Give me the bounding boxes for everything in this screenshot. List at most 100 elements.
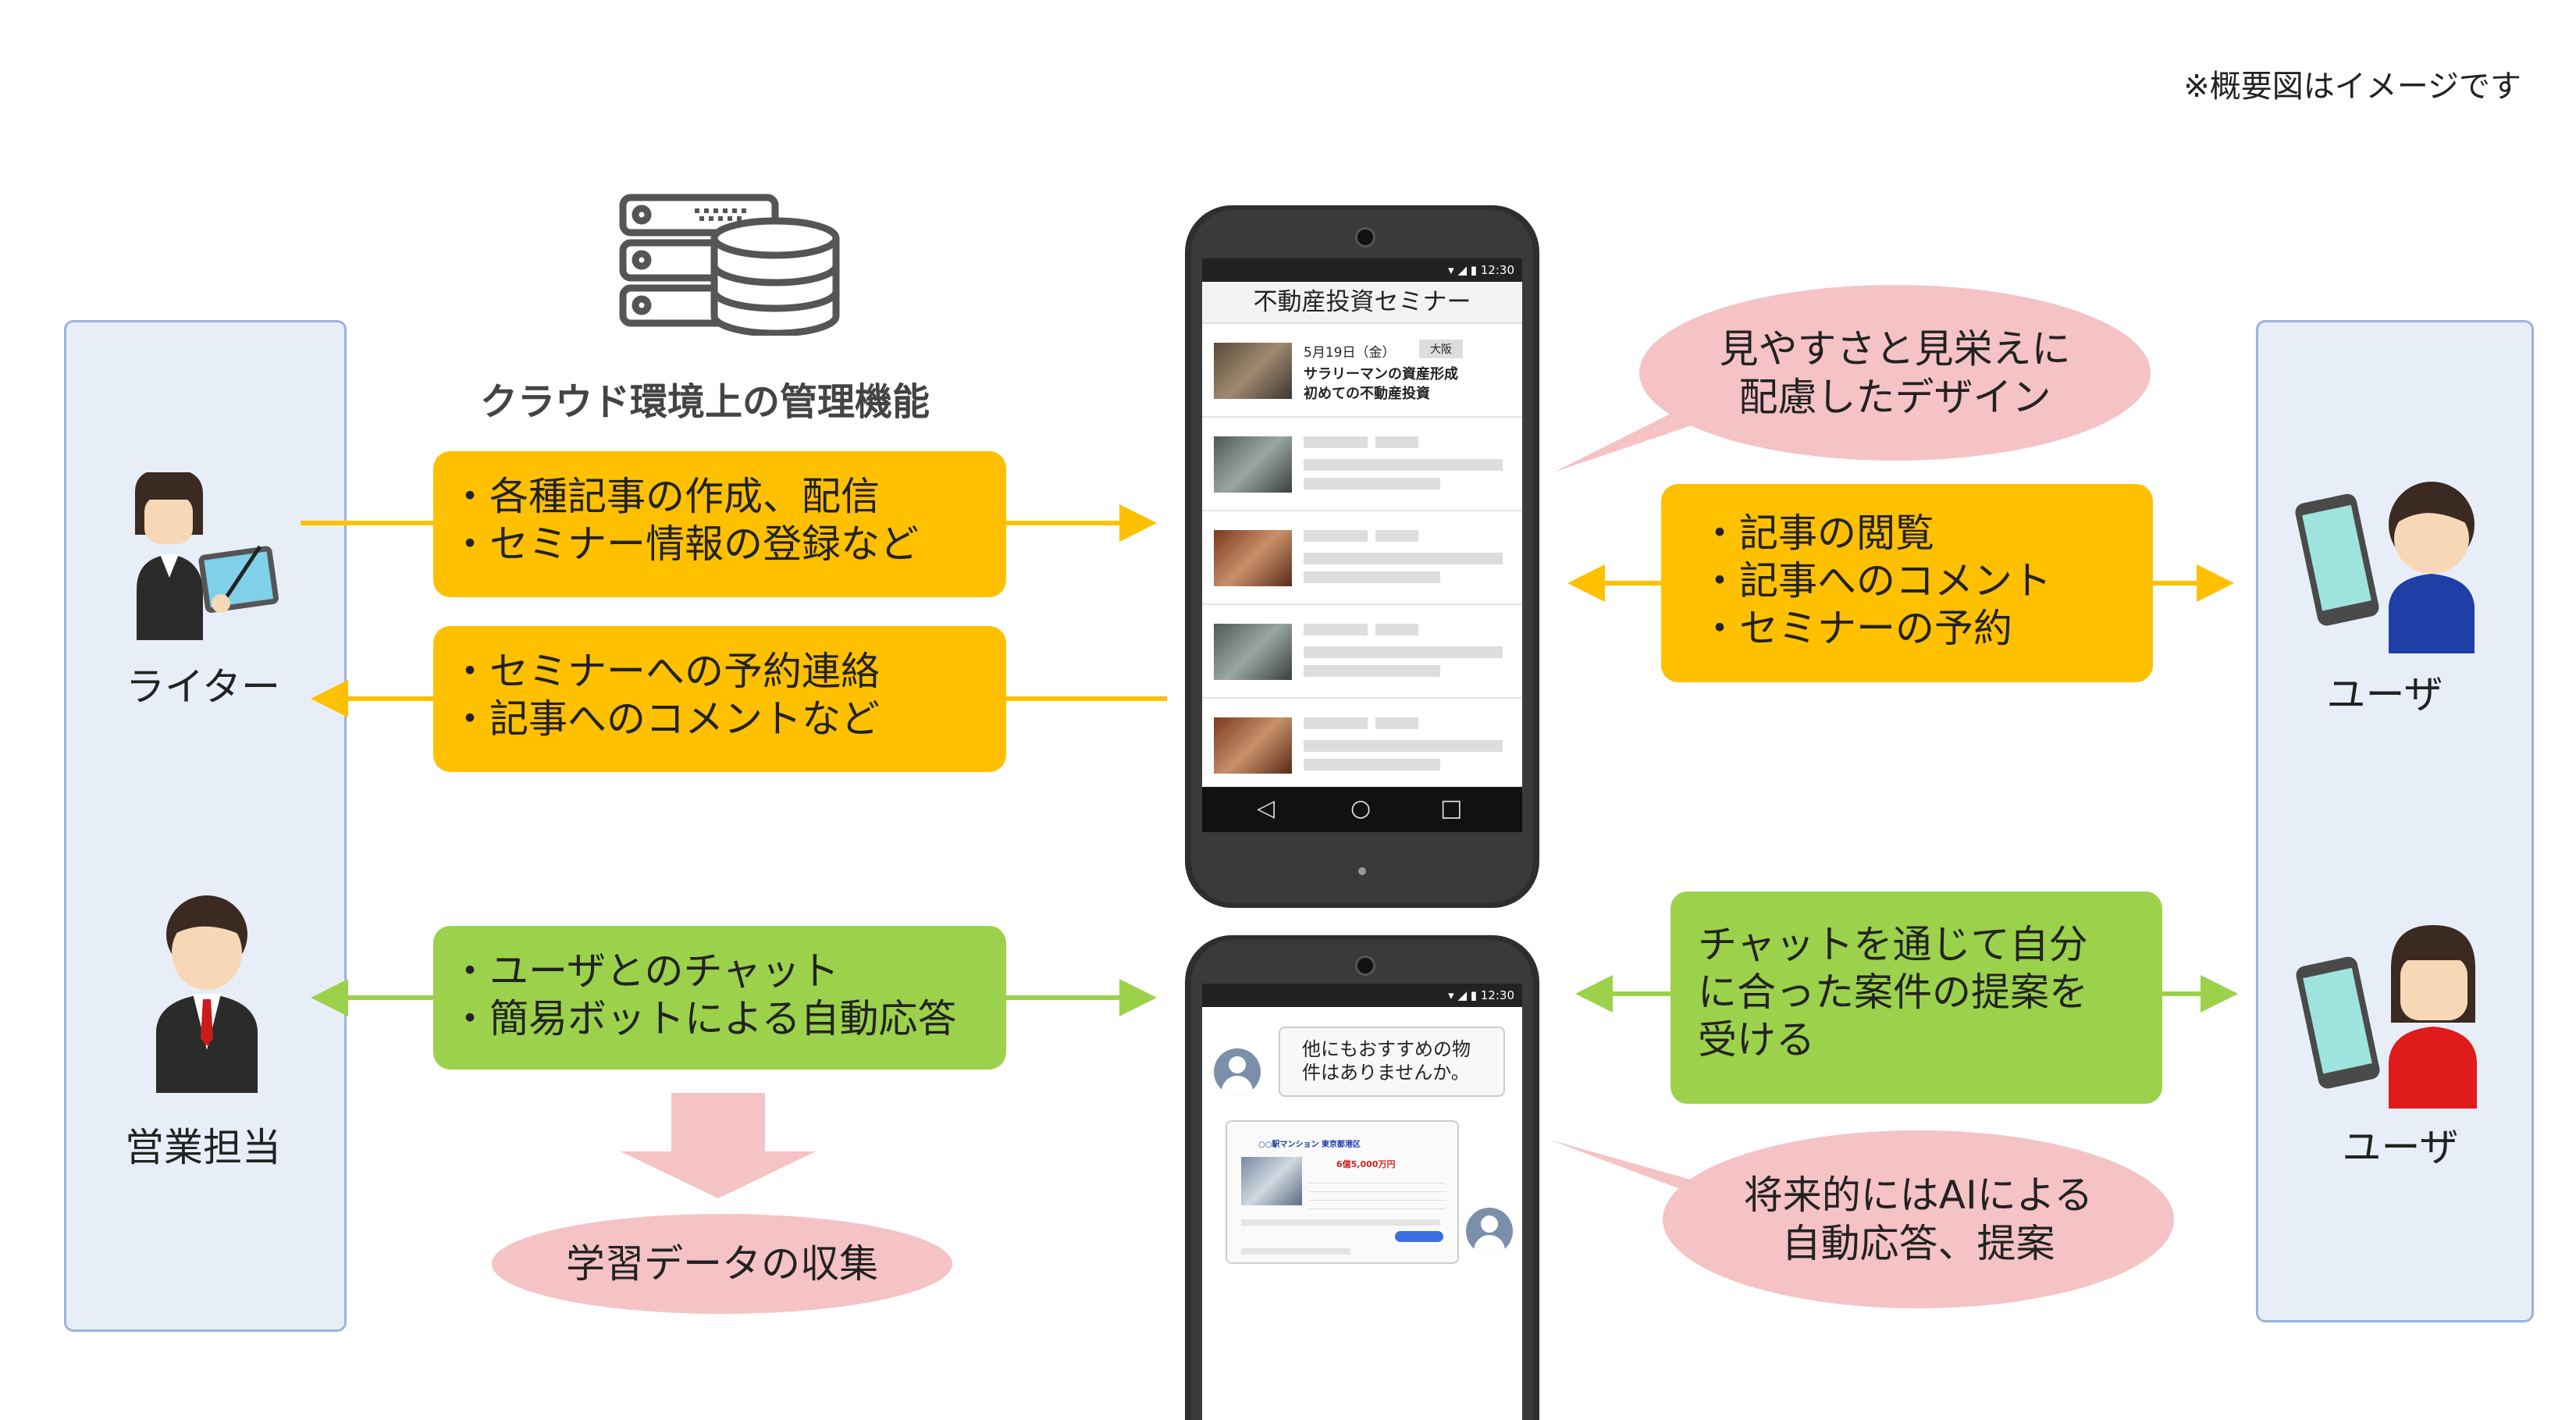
article-thumbnail xyxy=(1214,717,1292,774)
phone-camera xyxy=(1355,956,1375,976)
back-icon[interactable]: ◁ xyxy=(1257,795,1276,822)
sales-label: 営業担当 xyxy=(125,1125,281,1170)
property-price: 6億5,000万円 xyxy=(1336,1159,1396,1169)
placeholder-bar xyxy=(1304,646,1503,658)
status-bar: ▾ ◢ ▮ 12:30 xyxy=(1202,984,1522,1007)
article-item[interactable] xyxy=(1202,511,1522,605)
placeholder-bar xyxy=(1375,436,1418,448)
left-panel xyxy=(64,320,347,1332)
design-bubble: 見やすさと見栄えに 配慮したデザイン xyxy=(1639,285,2151,461)
server-database-icon xyxy=(617,191,843,337)
box-line: ・セミナーの予約 xyxy=(1700,606,2012,651)
bubble-line: 自動応答、提案 xyxy=(1781,1221,2055,1266)
user1-person-icon xyxy=(2291,478,2486,653)
box-line: ・セミナー情報の登録など xyxy=(450,521,919,567)
status-icons: ▾ ◢ ▮ xyxy=(1448,988,1481,1002)
article-item[interactable]: 5月19日（金） 大阪 サラリーマンの資産形成 初めての不動産投資 xyxy=(1202,324,1522,418)
app-title-bar: 不動産投資セミナー xyxy=(1202,282,1522,324)
user2-person-icon xyxy=(2291,921,2486,1109)
placeholder-bar xyxy=(1375,530,1418,542)
status-time: 12:30 xyxy=(1480,263,1514,277)
property-table xyxy=(1309,1175,1446,1209)
article-item[interactable] xyxy=(1202,605,1522,699)
article-tag: 大阪 xyxy=(1419,340,1463,358)
user-avatar-icon xyxy=(1214,1048,1261,1095)
learning-bubble: 学習データの収集 xyxy=(492,1214,952,1314)
placeholder-bar xyxy=(1304,478,1440,489)
box-line: に合った案件の提案を xyxy=(1698,970,2088,1015)
chat-message-bubble: 他にもおすすめの物 件はありませんか。 xyxy=(1279,1027,1505,1097)
status-time: 12:30 xyxy=(1480,988,1514,1002)
box-line: ・各種記事の作成、配信 xyxy=(450,474,880,519)
property-row-bar xyxy=(1241,1219,1440,1226)
ai-bubble: 将来的にはAIによる 自動応答、提案 xyxy=(1663,1130,2174,1308)
placeholder-bar xyxy=(1375,717,1418,729)
placeholder-bar xyxy=(1304,553,1503,564)
article-date: 5月19日（金） xyxy=(1304,345,1396,361)
phone-screen: ▾ ◢ ▮ 12:30 不動産投資セミナー 5月19日（金） 大阪 サラリーマン… xyxy=(1202,258,1522,832)
placeholder-bar xyxy=(1304,459,1503,471)
placeholder-bar xyxy=(1304,665,1440,677)
box-line: 受ける xyxy=(1698,1017,1815,1062)
writer-person-icon xyxy=(129,468,285,644)
box-line: ・セミナーへの予約連絡 xyxy=(450,649,880,694)
placeholder-bar xyxy=(1375,624,1418,635)
placeholder-bar xyxy=(1304,759,1440,771)
sales-person-icon xyxy=(152,894,262,1097)
box-line: ・簡易ボットによる自動応答 xyxy=(450,996,957,1041)
placeholder-bar xyxy=(1304,571,1440,583)
right-panel xyxy=(2256,320,2534,1322)
box-line: ・ユーザとのチャット xyxy=(450,948,839,994)
chat-line: 件はありませんか。 xyxy=(1302,1062,1470,1084)
home-icon[interactable]: ○ xyxy=(1350,795,1372,822)
contact-button[interactable] xyxy=(1395,1231,1443,1242)
placeholder-bar xyxy=(1304,624,1368,635)
placeholder-bar xyxy=(1304,530,1368,542)
placeholder-bar xyxy=(1304,436,1368,448)
user-chat-box: チャットを通じて自分 に合った案件の提案を 受ける xyxy=(1670,892,2162,1104)
phone-speaker-dot xyxy=(1358,867,1366,875)
property-row-bar xyxy=(1241,1248,1350,1255)
article-thumbnail xyxy=(1214,343,1292,399)
property-card-title: ○○駅マンション 東京都港区 xyxy=(1258,1141,1361,1149)
article-thumbnail xyxy=(1214,624,1292,680)
user-article-box: ・記事の閲覧 ・記事へのコメント ・セミナーの予約 xyxy=(1661,484,2153,682)
phone-camera xyxy=(1355,227,1375,247)
box-line: ・記事へのコメントなど xyxy=(450,696,880,742)
bubble-line: 配慮したデザイン xyxy=(1738,374,2051,420)
placeholder-bar xyxy=(1304,717,1368,729)
box-line: チャットを通じて自分 xyxy=(1698,922,2088,967)
phone-article-app: ▾ ◢ ▮ 12:30 不動産投資セミナー 5月19日（金） 大阪 サラリーマン… xyxy=(1185,205,1539,908)
article-item[interactable] xyxy=(1202,418,1522,511)
sales-chat-box: ・ユーザとのチャット ・簡易ボットによる自動応答 xyxy=(433,926,1006,1069)
property-photo xyxy=(1241,1157,1302,1205)
recents-icon[interactable]: □ xyxy=(1440,795,1463,822)
cloud-title: クラウド環境上の管理機能 xyxy=(480,380,930,424)
disclaimer-note: ※概要図はイメージです xyxy=(2183,69,2521,105)
nav-bar: ◁ ○ □ xyxy=(1202,787,1522,832)
property-card[interactable]: ○○駅マンション 東京都港区 6億5,000万円 xyxy=(1226,1120,1459,1264)
writer-out-box: ・各種記事の作成、配信 ・セミナー情報の登録など xyxy=(433,451,1006,597)
bubble-line: 見やすさと見栄えに xyxy=(1719,326,2071,372)
user2-label: ユーザ xyxy=(2342,1125,2459,1170)
writer-in-box: ・セミナーへの予約連絡 ・記事へのコメントなど xyxy=(433,626,1006,772)
phone-chat-app: ▾ ◢ ▮ 12:30 他にもおすすめの物 件はありませんか。 ○○駅マンション… xyxy=(1185,935,1539,1420)
article-thumbnail xyxy=(1214,530,1292,586)
down-arrow xyxy=(621,1093,816,1198)
placeholder-bar xyxy=(1304,740,1503,752)
box-line: ・記事の閲覧 xyxy=(1700,511,1934,556)
bubble-line: 将来的にはAIによる xyxy=(1743,1173,2094,1218)
writer-label: ライター xyxy=(126,664,280,710)
article-title-2: 初めての不動産投資 xyxy=(1304,386,1430,402)
bubble-line: 学習データの収集 xyxy=(566,1241,878,1287)
phone-screen: ▾ ◢ ▮ 12:30 他にもおすすめの物 件はありませんか。 ○○駅マンション… xyxy=(1202,984,1522,1420)
box-line: ・記事へのコメント xyxy=(1700,558,2051,603)
article-title-1: サラリーマンの資産形成 xyxy=(1304,366,1458,383)
status-bar: ▾ ◢ ▮ 12:30 xyxy=(1202,258,1522,282)
agent-avatar-icon xyxy=(1466,1208,1513,1255)
article-thumbnail xyxy=(1214,436,1292,493)
chat-line: 他にもおすすめの物 xyxy=(1302,1038,1471,1060)
article-item[interactable] xyxy=(1202,699,1522,791)
user1-label: ユーザ xyxy=(2326,672,2443,717)
status-icons: ▾ ◢ ▮ xyxy=(1448,263,1481,277)
